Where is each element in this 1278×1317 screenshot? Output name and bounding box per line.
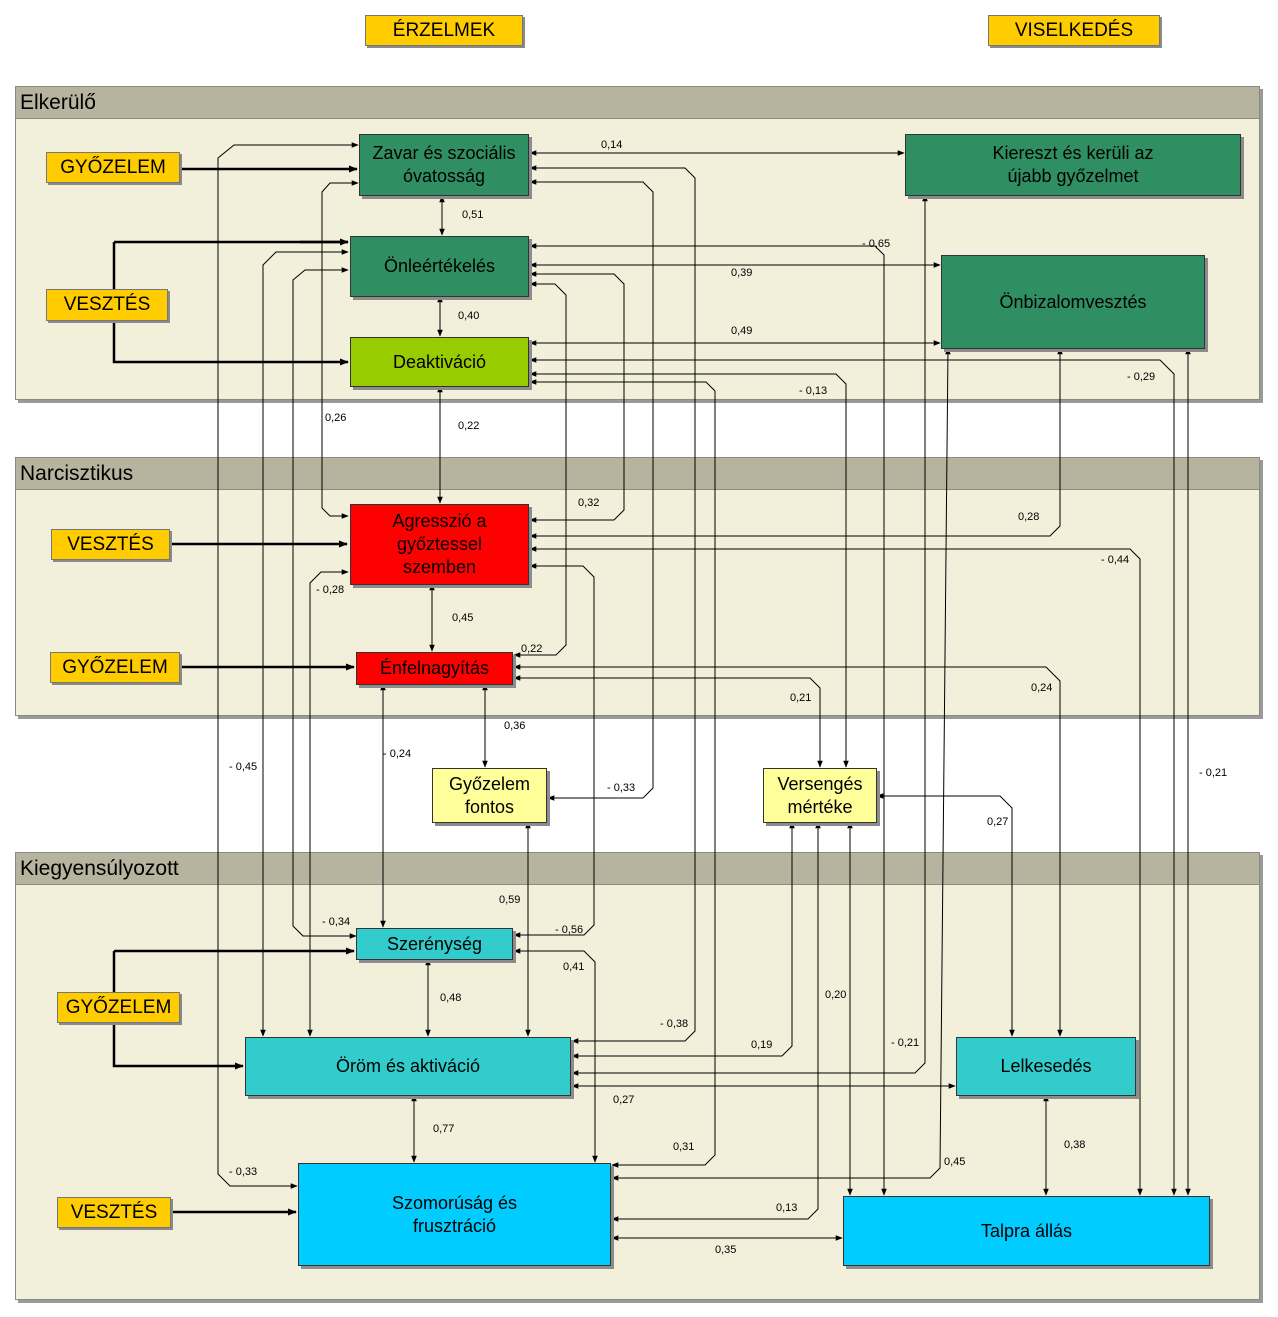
edge-onbiz-szom: [611, 347, 951, 1181]
coef-label: - 0,34: [322, 916, 351, 928]
coef-label: - 0,38: [660, 1018, 689, 1030]
edge-szom-zavar: [217, 142, 359, 1189]
coef-label: 0,22: [521, 643, 543, 655]
trigger-narc-win: GYŐZELEM: [50, 652, 180, 683]
coef-label: 0,51: [462, 209, 484, 221]
trigger-arrow-avoidant-loss-a: [112, 242, 349, 366]
panel-narcissistic-title: Narcisztikus: [20, 462, 134, 485]
coef-label: 0,77: [433, 1123, 455, 1135]
coef-label: 0,19: [751, 1039, 773, 1051]
node-szom: Szomorúság és frusztráció: [298, 1163, 611, 1266]
coef-label: 0,14: [601, 139, 623, 151]
edge-orom-onle: [260, 249, 349, 1037]
node-onbiz: Önbizalomvesztés: [941, 255, 1205, 349]
coef-label: - 0,33: [229, 1166, 258, 1178]
node-agr: Agresszió a győztessel szemben: [350, 504, 529, 585]
trigger-bal-loss: VESZTÉS: [57, 1197, 171, 1228]
coef-label: 0,32: [578, 497, 600, 509]
coef-label: - 0,13: [799, 385, 828, 397]
coef-label: - 0,33: [607, 782, 636, 794]
coef-label: 0,41: [563, 961, 585, 973]
node-szer: Szerénység: [356, 928, 513, 960]
coef-label: 0,22: [458, 420, 480, 432]
coef-label: - 0,29: [1127, 371, 1156, 383]
trigger-arrow-bal-win: [112, 951, 244, 1070]
coef-label: 0,28: [1018, 511, 1040, 523]
coef-label: - 0,45: [229, 761, 258, 773]
coefficient-arrows: [217, 142, 1191, 1241]
node-vers: Versengés mértéke: [763, 768, 877, 823]
coef-label: 0,13: [776, 1202, 798, 1214]
coef-label: - 0,44: [1101, 554, 1130, 566]
coef-label: 0,24: [1031, 682, 1053, 694]
edge-enf-vers: [513, 675, 823, 768]
node-enf: Énfelnagyítás: [356, 652, 513, 685]
trigger-bal-win: GYŐZELEM: [57, 992, 180, 1023]
trigger-arrows: [112, 165, 358, 1216]
node-kiker: Kiereszt és kerüli az újabb győzelmet: [905, 134, 1241, 196]
panel-balanced-title: Kiegyensúlyozott: [20, 857, 179, 880]
coef-label: - 0,65: [862, 238, 891, 250]
coef-label: - 0,24: [383, 748, 412, 760]
trigger-avoidant-loss: VESZTÉS: [46, 289, 168, 321]
node-onle: Önleértékelés: [350, 236, 529, 297]
edge-enf-lelk: [513, 664, 1063, 1037]
edge-deakt-vers: [529, 371, 849, 768]
coef-label: - 0,56: [555, 924, 584, 936]
coef-label: 0,38: [1064, 1139, 1086, 1151]
behavior-header: VISELKEDÉS: [988, 15, 1160, 46]
coef-label: 0,35: [715, 1244, 737, 1256]
trigger-narc-loss: VESZTÉS: [51, 529, 170, 560]
coef-label: 0,36: [504, 720, 526, 732]
edge-vers-lelk: [876, 793, 1015, 1037]
coef-label: 0,26: [325, 412, 347, 424]
edge-agr-szer: [513, 563, 595, 938]
coef-label: 0,39: [731, 267, 753, 279]
edge-onle-agr: [529, 271, 625, 523]
edge-szer-onle: [292, 267, 357, 939]
coef-label: 0,45: [452, 612, 474, 624]
node-orom: Öröm és aktiváció: [245, 1037, 571, 1096]
coef-label: - 0,28: [316, 584, 345, 596]
node-deakt: Deaktiváció: [350, 337, 529, 387]
coef-label: 0,49: [731, 325, 753, 337]
panel-avoidant-title: Elkerülő: [20, 91, 96, 114]
coef-label: 0,20: [825, 989, 847, 1001]
panel-avoidant-header: Elkerülő: [16, 87, 1259, 119]
coef-label: - 0,21: [1199, 767, 1228, 779]
coef-label: - 0,21: [891, 1037, 920, 1049]
edge-onle-talpra: [529, 243, 887, 1196]
coef-label: 0,59: [499, 894, 521, 906]
emotions-header: ÉRZELMEK: [365, 15, 523, 46]
trigger-avoidant-win: GYŐZELEM: [46, 152, 180, 183]
node-lelk: Lelkesedés: [956, 1037, 1136, 1096]
coef-label: 0,31: [673, 1141, 695, 1153]
coef-label: 0,48: [440, 992, 462, 1004]
node-zavar: Zavar és szociális óvatosság: [359, 134, 529, 196]
node-gyf: Győzelem fontos: [432, 768, 547, 823]
coef-label: 0,40: [458, 310, 480, 322]
coef-label: 0,21: [790, 692, 812, 704]
coef-label: 0,27: [613, 1094, 635, 1106]
edge-agr-onbiz: [529, 347, 1063, 539]
node-talpra: Talpra állás: [843, 1196, 1210, 1266]
edge-agr-orom: [307, 569, 349, 1037]
edge-zavar-orom: [529, 165, 696, 1044]
coef-label: 0,27: [987, 816, 1009, 828]
coef-label: 0,45: [944, 1156, 966, 1168]
